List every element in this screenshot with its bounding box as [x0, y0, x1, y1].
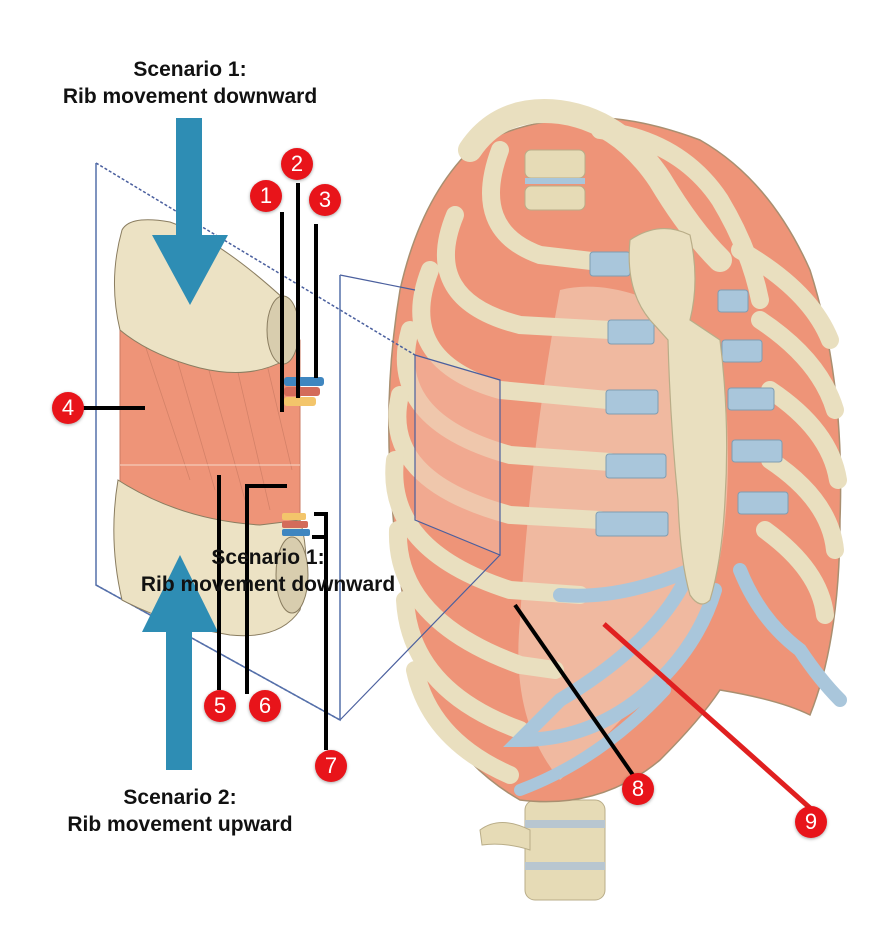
- scenario1-caption-top: Scenario 1: Rib movement downward: [40, 56, 340, 110]
- leader-7: [314, 512, 328, 750]
- label-badge-6: 6: [249, 690, 281, 722]
- label-badge-8: 8: [622, 773, 654, 805]
- leader-8: [513, 603, 635, 777]
- costal-cartilages: [589, 251, 789, 537]
- label-badge-2: 2: [281, 148, 313, 180]
- scenario1-overlay-description: Rib movement downward: [140, 573, 396, 596]
- label-badge-5: 5: [204, 690, 236, 722]
- leader-9: [602, 622, 812, 810]
- label-badge-4: 4: [52, 392, 84, 424]
- scenario2-title: Scenario 2:: [123, 786, 237, 809]
- scenario1-description: Rib movement downward: [62, 85, 318, 108]
- leader-lines: [83, 183, 635, 777]
- scenario2-description: Rib movement upward: [67, 813, 293, 836]
- arrow-up: [142, 555, 218, 770]
- rib-cage: [385, 99, 847, 901]
- lumbar-spine: [479, 799, 606, 901]
- label-badge-1: 1: [250, 180, 282, 212]
- label-badge-7: 7: [315, 750, 347, 782]
- scenario2-caption: Scenario 2: Rib movement upward: [30, 784, 330, 838]
- leader-6: [245, 484, 287, 694]
- sternum: [628, 227, 728, 605]
- label-badge-3: 3: [309, 184, 341, 216]
- scenario1-title: Scenario 1:: [133, 58, 247, 81]
- scenario1-caption-overlay: Scenario 1: Rib movement downward: [118, 544, 418, 598]
- lower-neurovascular-bundle: [282, 513, 310, 536]
- scenario1-overlay-title: Scenario 1:: [211, 546, 325, 569]
- label-badge-9: 9: [795, 806, 827, 838]
- arrow-down: [152, 118, 228, 305]
- thoracic-spine: [524, 149, 586, 211]
- upper-neurovascular-bundle: [284, 377, 324, 406]
